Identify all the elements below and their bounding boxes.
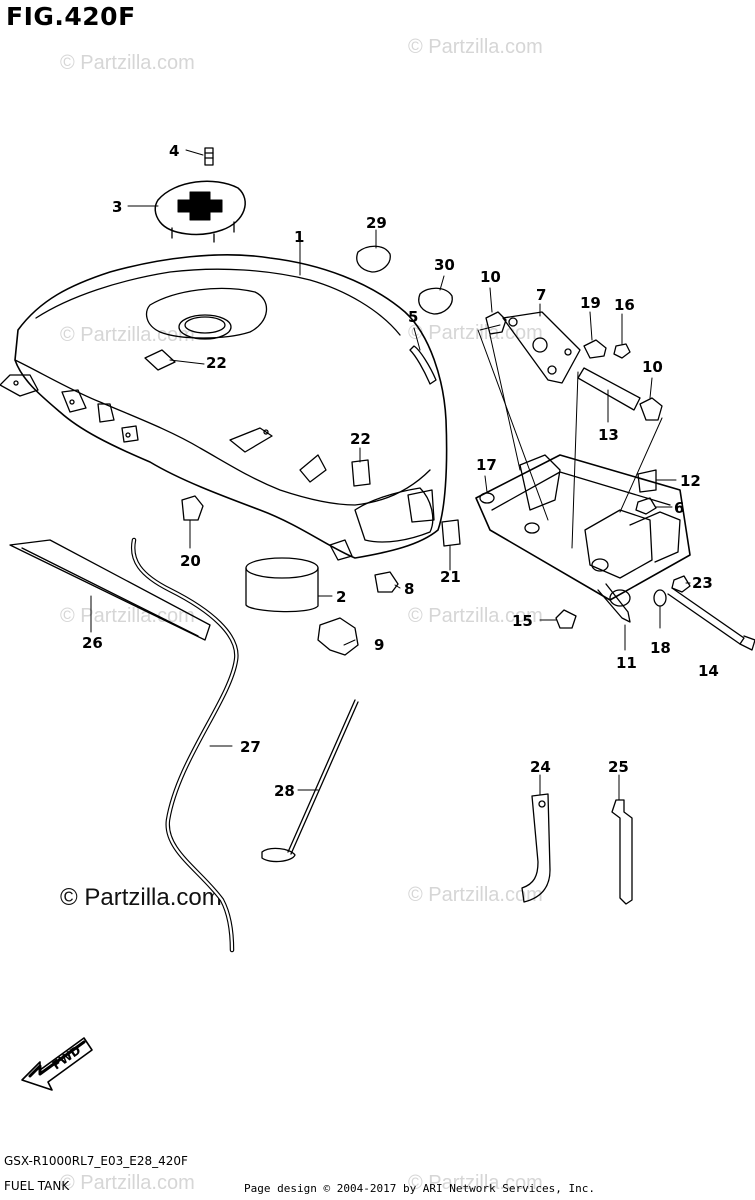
- nut-6-drawing: [635, 497, 657, 515]
- rubber-cushion-2-drawing: [245, 557, 319, 613]
- watermark: © Partzilla.com: [60, 324, 195, 346]
- callout-13: 13: [598, 426, 619, 444]
- callout-8: 8: [404, 580, 414, 598]
- cushion-8-drawing: [374, 571, 399, 593]
- callout-5: 5: [408, 308, 418, 326]
- hose-27-drawing: [130, 537, 239, 953]
- bolt-15-drawing: [555, 609, 577, 629]
- watermark: © Partzilla.com: [408, 36, 543, 58]
- callout-30: 30: [434, 256, 455, 274]
- clip-12-drawing: [637, 469, 657, 493]
- rod-28-drawing: [261, 847, 296, 863]
- washer-18-drawing: [653, 589, 667, 607]
- bracket-9-drawing: [317, 617, 359, 656]
- nut-16-drawing: [613, 343, 631, 359]
- fwd-arrow: [21, 1037, 93, 1091]
- callout-25: 25: [608, 758, 629, 776]
- callout-22b: 22: [350, 430, 371, 448]
- filler-cap-drawing: [154, 147, 246, 243]
- watermark: © Partzilla.com: [408, 884, 543, 906]
- pipe-13-drawing: [577, 367, 641, 411]
- callout-6: 6: [674, 499, 684, 517]
- model-code: GSX-R1000RL7_E03_E28_420F: [4, 1154, 188, 1168]
- watermark: © Partzilla.com: [408, 1172, 543, 1194]
- callout-24: 24: [530, 758, 551, 776]
- watermark: © Partzilla.com: [408, 605, 543, 627]
- rubber-plug-30-drawing: [418, 287, 453, 315]
- callout-21: 21: [440, 568, 461, 586]
- plate-7-drawing: [502, 311, 581, 384]
- nut-23-drawing: [671, 575, 691, 593]
- callout-23: 23: [692, 574, 713, 592]
- bolt-14-drawing: [667, 587, 745, 645]
- seal-strip-5-drawing: [409, 345, 437, 385]
- collar-10-drawing: [485, 311, 507, 335]
- callout-17: 17: [476, 456, 497, 474]
- clamp-24-drawing: [521, 793, 551, 903]
- partzilla-watermark: © Partzilla.com: [60, 884, 222, 911]
- grommet-19-drawing: [583, 339, 607, 359]
- callout-4: 4: [169, 142, 179, 160]
- figure-title: FIG.420F: [6, 2, 136, 31]
- callout-18: 18: [650, 639, 671, 657]
- callout-10a: 10: [480, 268, 501, 286]
- callout-28: 28: [274, 782, 295, 800]
- fuel-tank-drawing: [0, 254, 448, 561]
- callout-22a: 22: [206, 354, 227, 372]
- pad-21-drawing: [441, 519, 461, 547]
- callout-9: 9: [374, 636, 384, 654]
- callout-26: 26: [82, 634, 103, 652]
- callout-12: 12: [680, 472, 701, 490]
- washer-17-drawing: [479, 492, 495, 504]
- callout-2: 2: [336, 588, 346, 606]
- pad-22-drawing: [144, 349, 176, 371]
- watermark: © Partzilla.com: [60, 52, 195, 74]
- callout-27: 27: [240, 738, 261, 756]
- callout-16: 16: [614, 296, 635, 314]
- pad-22-drawing: [351, 459, 371, 487]
- sheet-26-drawing: [9, 539, 211, 641]
- callout-29: 29: [366, 214, 387, 232]
- callout-3: 3: [112, 198, 122, 216]
- page-credit: Page design © 2004-2017 by ARI Network S…: [244, 1182, 595, 1195]
- pad-20-drawing: [181, 495, 204, 521]
- tie-25-drawing: [611, 799, 633, 905]
- callout-20: 20: [180, 552, 201, 570]
- callout-10b: 10: [642, 358, 663, 376]
- watermark: © Partzilla.com: [408, 322, 543, 344]
- callout-11: 11: [616, 654, 637, 672]
- callout-15: 15: [512, 612, 533, 630]
- watermark: © Partzilla.com: [60, 605, 195, 627]
- rubber-plug-29-drawing: [356, 245, 391, 273]
- section-name: FUEL TANK: [4, 1179, 70, 1193]
- callout-14: 14: [698, 662, 719, 680]
- callout-7: 7: [536, 286, 546, 304]
- collar-10-drawing: [639, 397, 663, 421]
- bracket-assembly-drawing: [475, 454, 691, 623]
- callout-19: 19: [580, 294, 601, 312]
- callout-1: 1: [294, 228, 304, 246]
- watermark: © Partzilla.com: [60, 1172, 195, 1194]
